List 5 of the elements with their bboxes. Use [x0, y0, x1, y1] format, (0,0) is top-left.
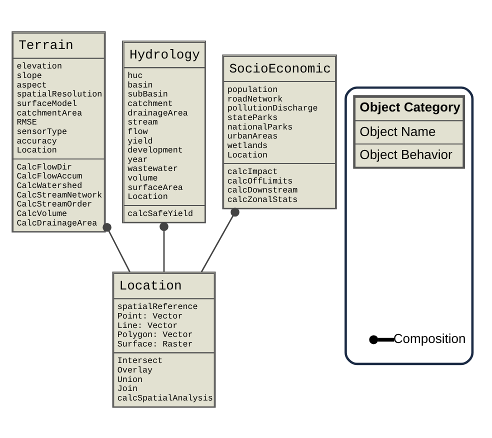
cluster: [344, 86, 474, 365]
connector: [102, 222, 130, 272]
legend-label: Composition: [393, 330, 466, 346]
connector: [200, 207, 240, 272]
connector: [160, 222, 168, 272]
